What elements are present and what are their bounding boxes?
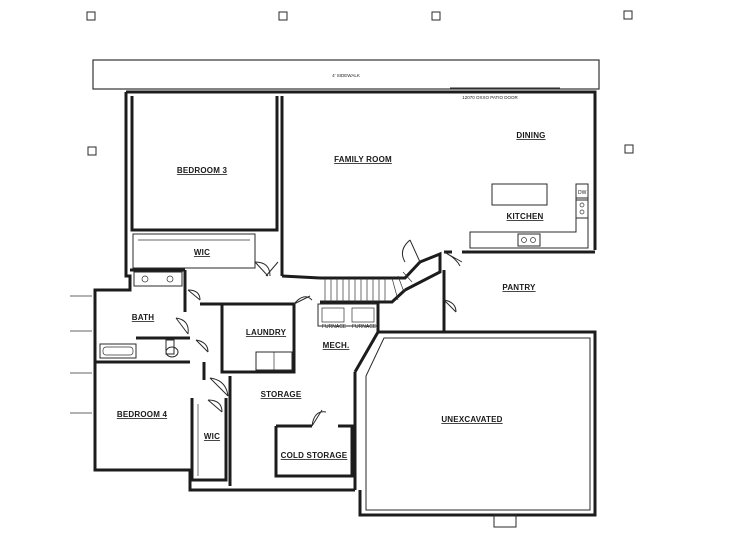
square-marker-icon <box>86 11 96 21</box>
room-label-pantry: PANTRY <box>502 283 536 292</box>
room-storage: STORAGE <box>202 362 302 486</box>
patio-door: 12070 OXXO PATIO DOOR <box>450 87 560 100</box>
square-marker-icon <box>431 11 441 21</box>
room-bedroom-4: BEDROOM 4 <box>117 410 168 419</box>
bathtub-icon <box>99 343 137 359</box>
room-pantry: PANTRY <box>442 250 595 332</box>
furnace-label-1: FURNACE <box>322 324 347 330</box>
staircase <box>320 239 442 304</box>
sink-icon <box>517 233 541 247</box>
square-marker-icon <box>278 11 288 21</box>
room-cold-storage: COLD STORAGE <box>274 409 354 478</box>
exterior-walls <box>93 90 597 517</box>
room-wic-lower: WIC <box>190 398 228 482</box>
room-label-kitchen: KITCHEN <box>507 212 544 221</box>
room-label-mech: MECH. <box>323 341 350 350</box>
square-marker-icon <box>623 10 633 20</box>
room-laundry: LAUNDRY <box>220 295 313 374</box>
room-label-storage: STORAGE <box>261 390 302 399</box>
room-label-bedroom-3: BEDROOM 3 <box>177 166 228 175</box>
sidewalk-label: 4' SIDEWALK <box>332 73 360 78</box>
room-bath: BATH <box>95 268 209 364</box>
room-label-dining: DINING <box>516 131 545 140</box>
furnace-label-2: FURNACE <box>352 324 377 330</box>
toilet-icon <box>165 339 179 358</box>
room-label-wic-lower: WIC <box>204 432 220 441</box>
room-label-wic-upper: WIC <box>194 248 210 257</box>
window-marks <box>70 295 92 414</box>
sidewalk: 4' SIDEWALK <box>92 59 600 90</box>
room-label-bath: BATH <box>132 313 154 322</box>
room-wic-upper: WIC <box>132 233 279 277</box>
bottom-notch <box>493 514 517 528</box>
room-label-laundry: LAUNDRY <box>246 328 287 337</box>
square-marker-icon <box>87 146 97 156</box>
family-room-walls: FAMILY ROOM DINING <box>280 96 545 276</box>
room-label-unexcavated: UNEXCAVATED <box>441 415 502 424</box>
square-marker-icons <box>86 10 634 156</box>
room-label-bedroom-4: BEDROOM 4 <box>117 410 168 419</box>
room-mech: FURNACE FURNACE MECH. <box>317 302 380 350</box>
room-bedroom-3: BEDROOM 3 <box>130 96 279 232</box>
dishwasher-label: DW <box>578 190 587 196</box>
range-icon <box>575 199 589 219</box>
kitchen-island <box>491 183 548 206</box>
stair-treads <box>324 271 413 302</box>
square-marker-icon <box>624 144 634 154</box>
room-label-cold-storage: COLD STORAGE <box>281 451 348 460</box>
room-unexcavated: UNEXCAVATED <box>365 337 591 511</box>
room-label-family-room: FAMILY ROOM <box>334 155 392 164</box>
room-kitchen: KITCHEN DW <box>469 183 589 249</box>
patio-door-label: 12070 OXXO PATIO DOOR <box>462 95 518 100</box>
